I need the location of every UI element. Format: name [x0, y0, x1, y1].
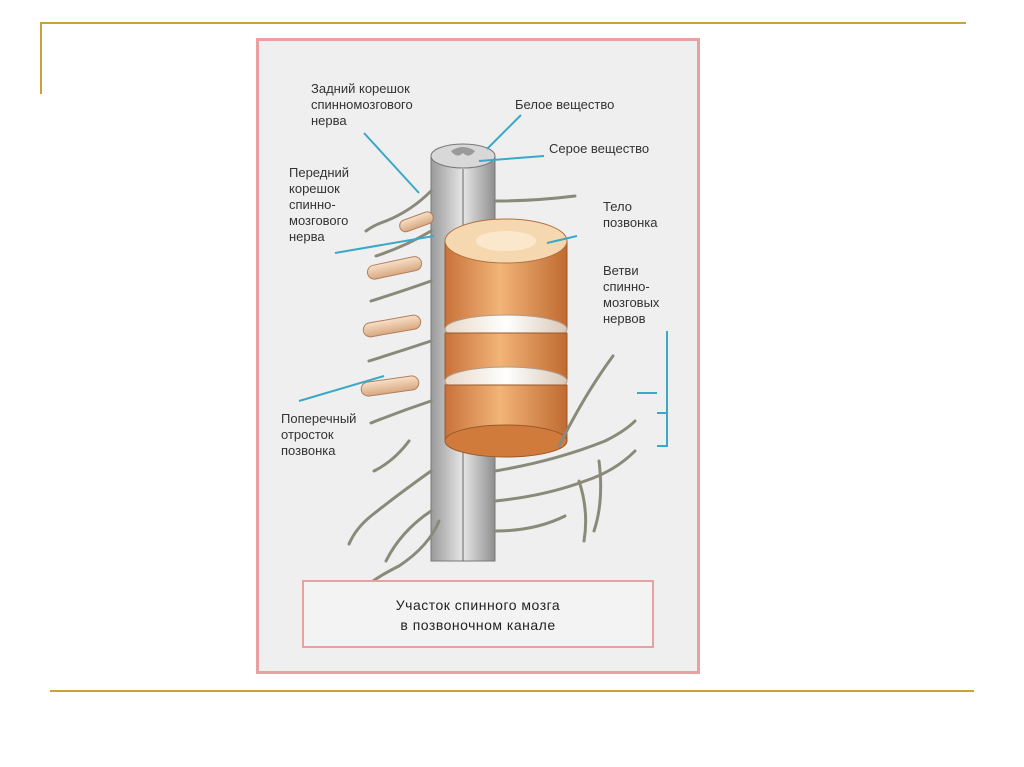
- pointer-lines: [298, 114, 668, 447]
- right-nerve-branches: [493, 194, 637, 543]
- left-nerve-roots: [347, 189, 441, 586]
- spinal-cord-illustration: [298, 114, 668, 586]
- label-white-matter: Белое вещество: [515, 97, 615, 112]
- spinal-cord-figure: Задний корешок спинномозгового нерва Бел…: [256, 38, 700, 674]
- top-rule: [40, 22, 966, 24]
- label-nerve-branches: Ветви спинно- мозговых нервов: [603, 263, 660, 326]
- pointer-nerve-branches: [657, 331, 668, 447]
- pointer-posterior-root: [363, 132, 420, 194]
- bottom-rule: [50, 690, 974, 692]
- label-anterior-root: Передний корешок спинно- мозгового нерва: [289, 165, 350, 244]
- transverse-processes: [360, 211, 434, 397]
- pointer-transverse-process: [298, 375, 385, 402]
- vertebra-bodies: [444, 218, 568, 458]
- left-rule: [40, 22, 42, 94]
- label-vertebra-body: Тело позвонка: [603, 199, 658, 230]
- label-posterior-root: Задний корешок спинномозгового нерва: [311, 81, 413, 128]
- pointer-gray-matter: [478, 155, 545, 162]
- caption-box: Участок спинного мозга в позвоночном кан…: [302, 580, 654, 648]
- pointer-white-matter: [486, 114, 522, 150]
- figure-caption: Участок спинного мозга в позвоночном кан…: [395, 597, 561, 633]
- pointer-vertebra-body: [546, 235, 578, 244]
- label-gray-matter: Серое вещество: [549, 141, 650, 156]
- pointer-anterior-root: [334, 235, 435, 254]
- label-transverse-process: Поперечный отросток позвонка: [281, 411, 357, 458]
